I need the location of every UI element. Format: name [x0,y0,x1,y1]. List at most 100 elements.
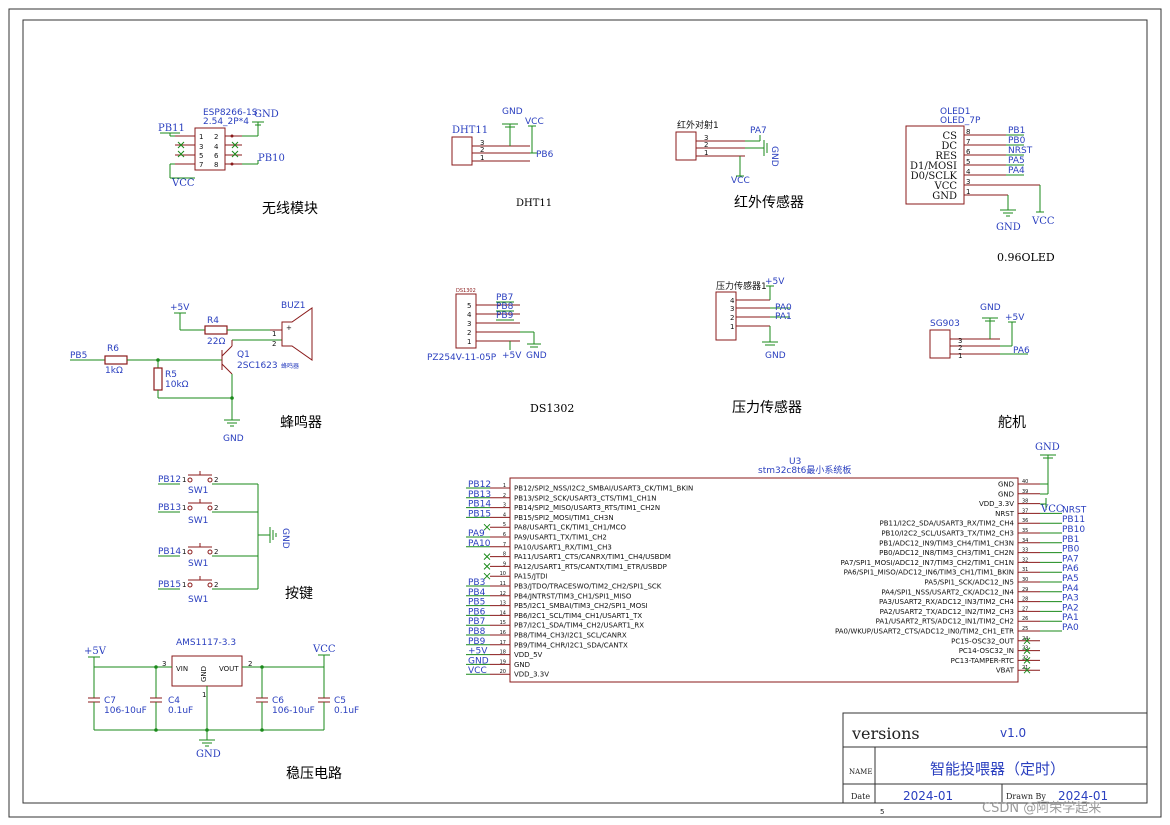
mcu-pin-name: PA7/SPI1_MOSI/ADC12_IN7/TIM3_CH2/TIM1_CH… [840,559,1014,567]
mcu-pin-name: PB3/JTDO/TRACESWO/TIM2_CH2/SPI1_SCK [514,583,662,591]
mcu-pin-name: PA0/WKUP/USART2_CTS/ADC12_IN0/TIM2_CH1_E… [835,628,1014,636]
svg-text:2: 2 [272,340,276,348]
svg-text:GND: GND [196,749,221,760]
mcu-pin-name: PB1/ADC12_IN9/TIM3_CH4/TIM1_CH3N [879,539,1014,547]
svg-text:RES: RES [935,151,957,162]
svg-text:3: 3 [958,337,962,345]
svg-text:AMS1117-3.3: AMS1117-3.3 [176,638,236,648]
mcu-pin-num: 17 [500,640,506,646]
mcu-net-label: PB10 [1062,525,1085,535]
svg-text:5: 5 [467,302,471,310]
wireless-module: ESP8266-1S 2.54_2P*4 1 2 3 4 5 6 7 8 PB1… [158,108,318,217]
svg-text:PA4: PA4 [1008,166,1025,176]
svg-text:SG903: SG903 [930,319,960,329]
svg-text:PB10: PB10 [258,153,285,164]
svg-text:1: 1 [704,149,708,157]
regulator-title: 稳压电路 [286,766,342,782]
svg-text:D1/MOSI: D1/MOSI [910,161,957,172]
svg-text:2: 2 [248,660,252,668]
servo-module: SG903 3 2 1 GND +5V PA6 舵机 [929,303,1030,431]
svg-text:R4: R4 [207,316,219,326]
keys-module: PB12 PB13 PB14 PB15 1 2 SW1 1 2 SW1 1 2 … [158,471,313,605]
svg-text:GND: GND [980,303,1001,313]
svg-text:R5: R5 [165,370,177,380]
svg-text:1: 1 [182,581,186,589]
watermark: CSDN @阿荣学起来 [982,800,1101,816]
esp-ref: ESP8266-1S [203,108,258,118]
svg-text:PZ254V-11-05P: PZ254V-11-05P [427,353,497,363]
keys-title: 按键 [285,586,313,602]
mcu-net-label: VCC [468,666,487,676]
mcu-pin-name: PA10/USART1_RX/TIM1_CH3 [514,543,612,551]
svg-text:3: 3 [730,305,734,313]
mcu-pin-num: 11 [500,581,506,587]
svg-text:C6: C6 [272,696,284,706]
mcu-pin-name: PC14-OSC32_IN [959,647,1014,655]
svg-text:SW1: SW1 [188,516,208,526]
svg-text:GND: GND [502,107,523,117]
mcu-pin-num: 7 [503,542,506,548]
mcu-net-label: PB14 [468,500,491,510]
pressure-body [715,291,737,341]
mcu-pin-name: PB11/I2C2_SDA/USART3_RX/TIM2_CH4 [879,520,1014,528]
svg-text:GND: GND [996,222,1021,233]
mcu-pin-name: PA6/SPI1_MISO/ADC12_IN6/TIM3_CH1/TIM1_BK… [844,569,1014,577]
svg-text:VCC: VCC [171,178,195,189]
r6 [104,355,128,365]
svg-text:PA1: PA1 [775,312,792,322]
dht11-title: DHT11 [516,198,552,209]
r4 [204,325,228,335]
svg-text:PA0: PA0 [775,303,792,313]
buzzer-symbol [281,307,313,361]
mcu-pin-num: 2 [503,493,506,499]
svg-text:+5V: +5V [765,277,785,287]
svg-text:2: 2 [958,344,962,352]
mcu-pin-name: VDD_3.3V [514,671,549,679]
dht11-body [451,136,473,166]
mcu-pin-name: PB0/ADC12_IN8/TIM3_CH3/TIM1_CH2N [879,549,1014,557]
svg-text:Q1: Q1 [237,350,250,360]
svg-text:1kΩ: 1kΩ [105,366,123,376]
drawn-value: 2024-01 [1058,789,1108,803]
svg-text:2SC1623: 2SC1623 [237,361,278,371]
mcu-pin-name: PA5/SPI1_SCK/ADC12_IN5 [924,579,1014,587]
mcu-net-label: PB3 [468,578,485,588]
svg-text:GND: GND [1035,442,1060,453]
svg-text:3: 3 [704,134,708,142]
ds1302-title: DS1302 [530,402,574,415]
name-label: NAME [849,768,872,776]
svg-text:1: 1 [272,330,276,338]
regulator-module: AMS1117-3.3 VIN VOUT GND 3 2 1 +5V VCC C… [84,638,359,782]
mcu-pin-name: PA1/USART2_RTS/ADC12_IN1/TIM2_CH2 [876,618,1014,626]
svg-text:D0/SCLK: D0/SCLK [911,171,958,182]
mcu-net-label: PA7 [1062,554,1079,564]
mcu-pin-num: 8 [503,552,506,558]
mcu-pin-num: 29 [1022,587,1028,593]
mcu-net-label: NRST [1062,505,1087,515]
svg-text:VOUT: VOUT [219,665,239,673]
svg-text:GND: GND [280,528,290,549]
mcu-pin-name: VDD_3.3V [979,500,1014,508]
svg-text:蜂鸣器: 蜂鸣器 [281,362,299,370]
mcu-net-label: PB5 [468,598,485,608]
mcu-pin-num: 15 [500,620,506,626]
svg-text:PA5: PA5 [1008,156,1025,166]
mcu-pin-num: 10 [500,571,506,577]
svg-text:8: 8 [966,128,970,136]
svg-text:C4: C4 [168,696,180,706]
mcu-pin-num: 30 [1022,577,1028,583]
svg-text:PB8: PB8 [496,302,514,312]
mcu-pin-num: 12 [500,591,506,597]
mcu-pin-name: PB5/I2C1_SMBAI/TIM3_CH2/SPI1_MOSI [514,602,648,610]
mcu-net-label: PA6 [1062,564,1079,574]
mcu-pin-name: PB4/JNTRST/TIM3_CH1/SPI1_MISO [514,592,632,600]
mcu-pin-name: PA8/USART1_CK/TIM1_CH1/MCO [514,524,627,532]
svg-text:3: 3 [199,143,203,151]
svg-text:PA6: PA6 [1013,346,1030,356]
svg-text:1: 1 [182,476,186,484]
svg-text:PB0: PB0 [1008,136,1026,146]
mcu-pin-num: 37 [1022,508,1028,514]
drawn-label: Drawn By [1006,792,1046,801]
